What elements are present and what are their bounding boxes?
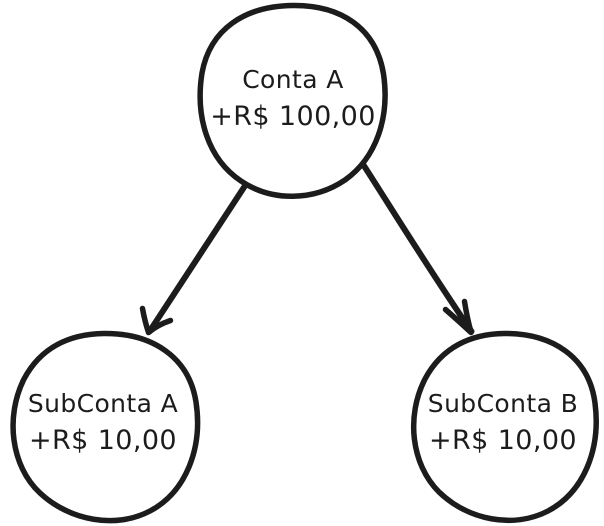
edge-line	[359, 160, 475, 335]
node-amount: +R$ 100,00	[210, 101, 376, 132]
edge-line	[146, 180, 250, 335]
edge-conta-a-to-subconta-b[interactable]	[359, 160, 475, 336]
edge-group	[139, 160, 475, 336]
node-group: Conta A +R$ 100,00 SubConta A +R$ 10,00 …	[10, 2, 599, 524]
node-label: SubConta A	[28, 389, 178, 418]
node-subconta-a[interactable]: SubConta A +R$ 10,00	[10, 330, 201, 524]
node-label: SubConta B	[428, 389, 578, 418]
node-circle-outline	[410, 330, 599, 524]
edge-conta-a-to-subconta-a[interactable]	[139, 180, 250, 336]
node-circle-outline	[197, 2, 388, 199]
node-label: Conta A	[242, 65, 344, 94]
node-amount: +R$ 10,00	[29, 425, 177, 456]
node-circle-outline	[10, 330, 201, 524]
node-conta-a[interactable]: Conta A +R$ 100,00	[197, 2, 388, 199]
arrowhead-icon	[442, 298, 474, 336]
node-subconta-b[interactable]: SubConta B +R$ 10,00	[410, 330, 599, 524]
node-amount: +R$ 10,00	[429, 425, 577, 456]
arrowhead-icon	[139, 305, 174, 336]
